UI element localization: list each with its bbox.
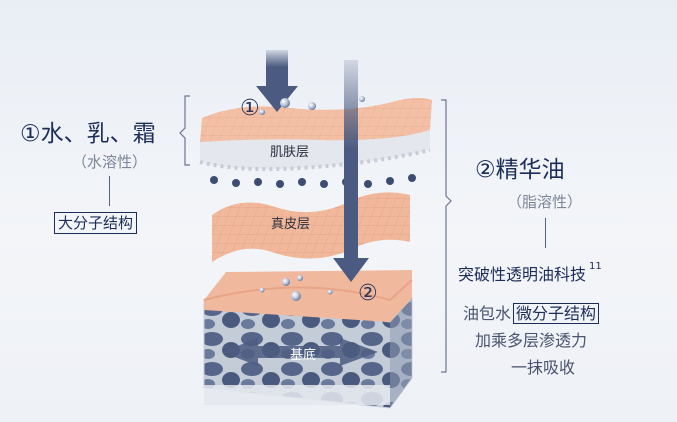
molecule-dots-row xyxy=(210,174,416,188)
layer-label-base: 基底 xyxy=(290,348,317,363)
water-lotion-cream-title: ①水、乳、霜 xyxy=(20,121,156,147)
marker-1: ① xyxy=(240,96,260,121)
marker-2: ② xyxy=(358,281,378,306)
dermis-layer xyxy=(212,192,410,262)
water-soluble-subtitle: （水溶性） xyxy=(72,153,148,171)
technology-text: 突破性透明油科技 xyxy=(458,265,587,284)
right-connector-line xyxy=(545,218,546,248)
left-bracket xyxy=(179,95,190,166)
micromolecule-structure-label: 微分子结构 xyxy=(513,303,600,324)
layer-label-dermis: 真皮层 xyxy=(271,217,311,232)
essence-oil-title: ②精华油 xyxy=(475,157,565,183)
desc-line-3: 一抹吸收 xyxy=(511,358,576,377)
marker-2-text: ② xyxy=(358,281,378,306)
right-bracket xyxy=(441,99,452,373)
desc-line-1: 油包水微分子结构 xyxy=(463,300,600,324)
desc-line-2: 加乘多层渗透力 xyxy=(475,331,588,350)
epidermis-layer xyxy=(199,98,432,172)
footnote-number: 11 xyxy=(589,260,602,272)
base-layer xyxy=(203,270,413,409)
arrow-water-penetration xyxy=(256,50,298,112)
left-connector-line xyxy=(109,176,110,206)
layer-label-epidermis: 肌肤层 xyxy=(270,145,310,160)
marker-1-text: ① xyxy=(240,96,260,121)
fat-soluble-subtitle: （脂溶性） xyxy=(507,193,583,211)
desc-line-1-prefix: 油包水 xyxy=(463,304,512,323)
bubbles xyxy=(259,96,365,301)
macromolecule-structure-label: 大分子结构 xyxy=(54,212,138,234)
arrow-oil-penetration xyxy=(333,60,369,282)
